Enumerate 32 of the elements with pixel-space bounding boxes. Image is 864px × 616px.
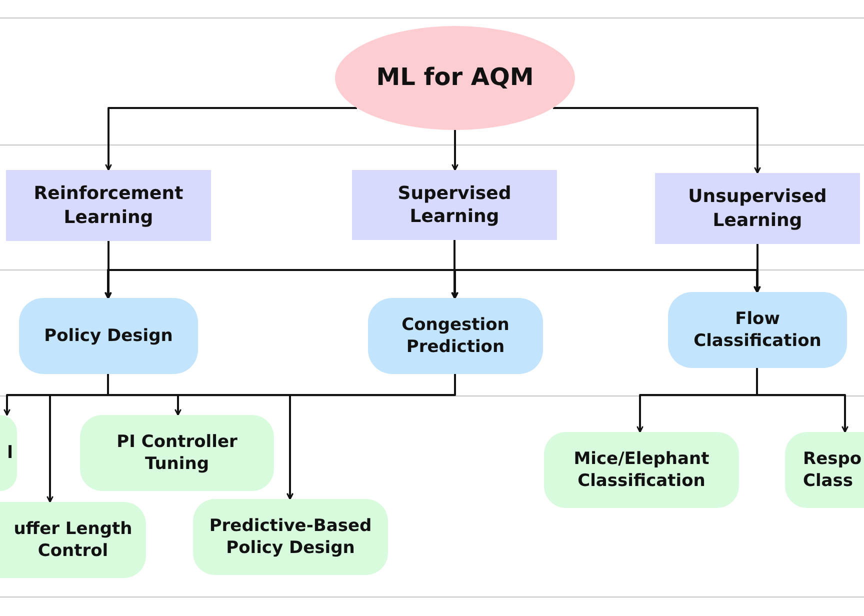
node-label: Supervised Learning: [396, 182, 512, 228]
method-box: [785, 432, 864, 508]
node-label: Unsupervised Learning: [687, 185, 828, 232]
arrow: [286, 374, 456, 500]
task-box: [668, 292, 847, 368]
arrow: [553, 107, 761, 174]
node-label: ML for AQM: [376, 62, 534, 94]
method-box: [544, 432, 739, 508]
node-label: Congestion Prediction: [400, 314, 510, 358]
method-box: [80, 415, 274, 491]
node-label: Predictive-Based Policy Design: [208, 514, 373, 560]
category-box: [352, 170, 557, 240]
method-box: [0, 415, 17, 491]
arrow: [452, 130, 458, 171]
node-label: PI Controller Tuning: [116, 430, 238, 476]
node-label: Policy Design: [44, 324, 173, 348]
category-box: [6, 170, 211, 241]
method-box: [193, 499, 388, 575]
arrow: [105, 107, 357, 171]
node-label: Respo Class: [803, 448, 863, 492]
task-box: [368, 298, 543, 374]
node-label: uffer Length Control: [12, 518, 134, 562]
node-label: Mice/Elephant Classification: [572, 448, 710, 492]
method-box: [0, 502, 146, 578]
node-label: l: [7, 442, 13, 464]
arrow: [454, 240, 760, 293]
task-box: [19, 298, 198, 374]
arrow: [756, 368, 848, 433]
node-label: Reinforcement Learning: [32, 182, 184, 229]
category-box: [655, 173, 860, 244]
node-label: Flow Classification: [692, 308, 822, 352]
arrow: [754, 244, 761, 293]
